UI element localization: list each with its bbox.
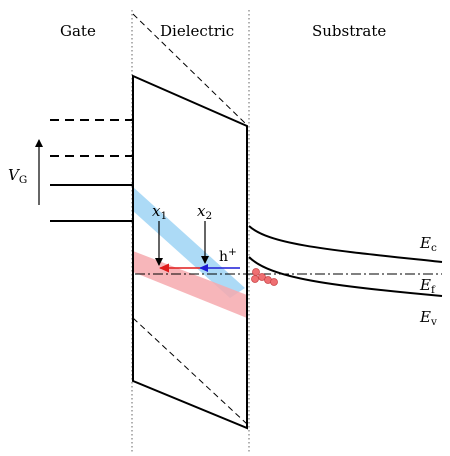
hole-dot bbox=[252, 268, 260, 276]
interface-holes bbox=[251, 268, 278, 286]
x2-label: x2 bbox=[197, 202, 212, 222]
flatband-top-dashed bbox=[132, 13, 248, 126]
hole-dot bbox=[270, 278, 278, 286]
x1-label: x1 bbox=[152, 202, 167, 222]
flatband-bottom-dashed bbox=[132, 317, 248, 425]
ec-label: Ec bbox=[419, 234, 437, 254]
ef-label: Ef bbox=[419, 276, 436, 296]
valence-band-curve bbox=[248, 256, 443, 297]
gate-voltage-label: VG bbox=[8, 166, 27, 186]
hole-dot bbox=[258, 273, 266, 281]
gate-label: Gate bbox=[60, 22, 96, 40]
dielectric-label: Dielectric bbox=[160, 22, 234, 40]
trap-band-blue bbox=[133, 187, 245, 298]
dielectric-band-trapezoid bbox=[132, 74, 248, 430]
hole-dot bbox=[251, 275, 259, 283]
ev-label: Ev bbox=[419, 308, 437, 328]
conduction-band-curve bbox=[248, 225, 443, 263]
hole-label: h+ bbox=[219, 246, 237, 265]
substrate-label: Substrate bbox=[312, 22, 386, 40]
